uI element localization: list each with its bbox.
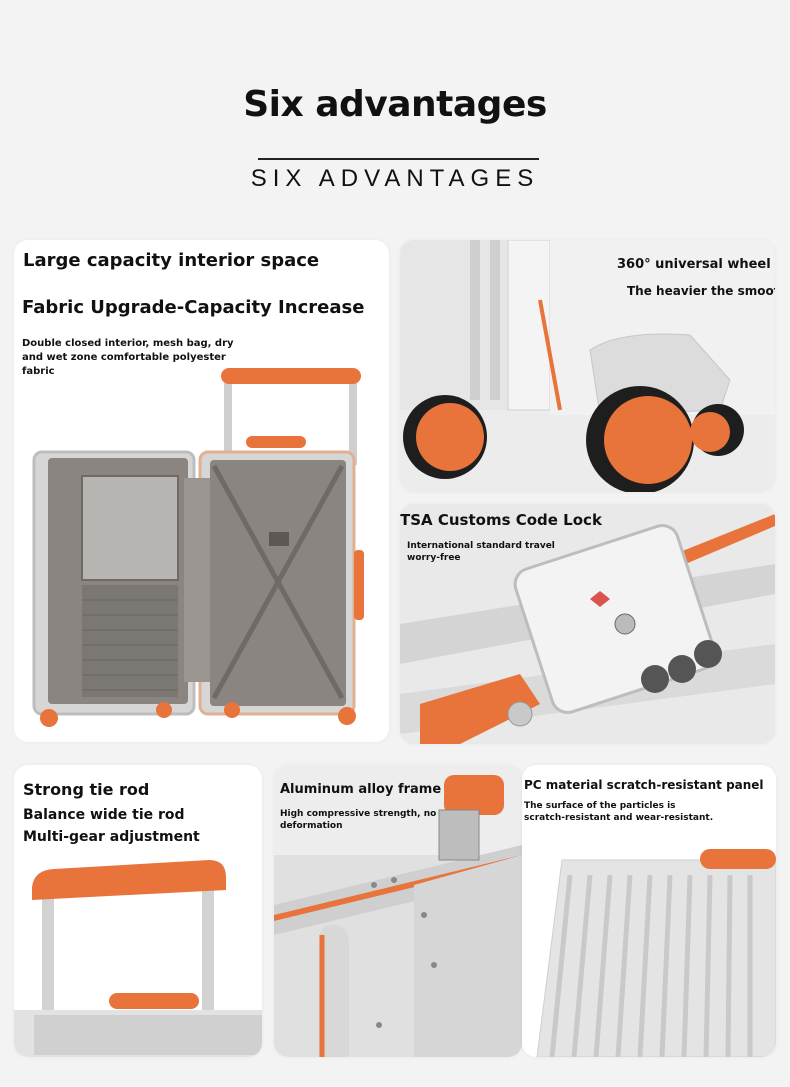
interior-subheading: Fabric Upgrade-Capacity Increase <box>22 297 365 318</box>
frame-heading: Aluminum alloy frame <box>280 782 442 797</box>
frame-desc-1: High compressive strength, no <box>280 809 437 819</box>
frame-card: Aluminum alloy frame High compressive st… <box>274 765 522 1057</box>
lock-body <box>513 524 717 714</box>
page-title: Six advantages <box>243 84 547 125</box>
panel-desc-2: scratch-resistant and wear-resistant. <box>524 813 714 823</box>
wheel-subheading: The heavier the smooth <box>627 284 775 298</box>
telescopic-handle <box>221 368 361 384</box>
lock-desc-1: International standard travel <box>407 541 555 551</box>
tsa-lock-illustration <box>400 514 775 744</box>
tie-rod-line2: Balance wide tie rod <box>23 807 185 823</box>
lock-heading: TSA Customs Code Lock <box>400 511 602 529</box>
wheel-card: 360° universal wheel The heavier the smo… <box>400 240 775 492</box>
interior-desc-1: Double closed interior, mesh bag, dry <box>22 338 234 349</box>
tie-rod-heading: Strong tie rod <box>23 780 150 799</box>
lock-desc-2: worry-free <box>407 553 461 563</box>
tie-rod-card: Strong tie rod Balance wide tie rod Mult… <box>14 765 262 1057</box>
panel-desc-1: The surface of the particles is <box>524 801 676 811</box>
tie-rod-line3: Multi-gear adjustment <box>23 829 200 845</box>
interior-heading: Large capacity interior space <box>23 250 320 271</box>
wheel-heading: 360° universal wheel <box>617 257 771 272</box>
title-divider <box>258 158 539 160</box>
tie-rod-handle <box>32 860 226 900</box>
interior-card: Large capacity interior space Fabric Upg… <box>14 240 389 742</box>
aluminum-frame-illustration <box>274 775 522 1057</box>
lock-card: TSA Customs Code Lock International stan… <box>400 504 775 744</box>
tie-rod-illustration <box>14 860 262 1057</box>
interior-desc-3: fabric <box>22 366 55 377</box>
panel-heading: PC material scratch-resistant panel <box>524 778 764 792</box>
frame-desc-2: deformation <box>280 821 343 831</box>
interior-desc-2: and wet zone comfortable polyester <box>22 352 226 363</box>
panel-card: PC material scratch-resistant panel The … <box>522 765 776 1057</box>
pc-panel-illustration <box>536 849 776 1057</box>
open-suitcase-illustration <box>32 368 364 727</box>
wheel-illustration <box>400 240 775 492</box>
page-subtitle: SIX ADVANTAGES <box>250 165 540 192</box>
